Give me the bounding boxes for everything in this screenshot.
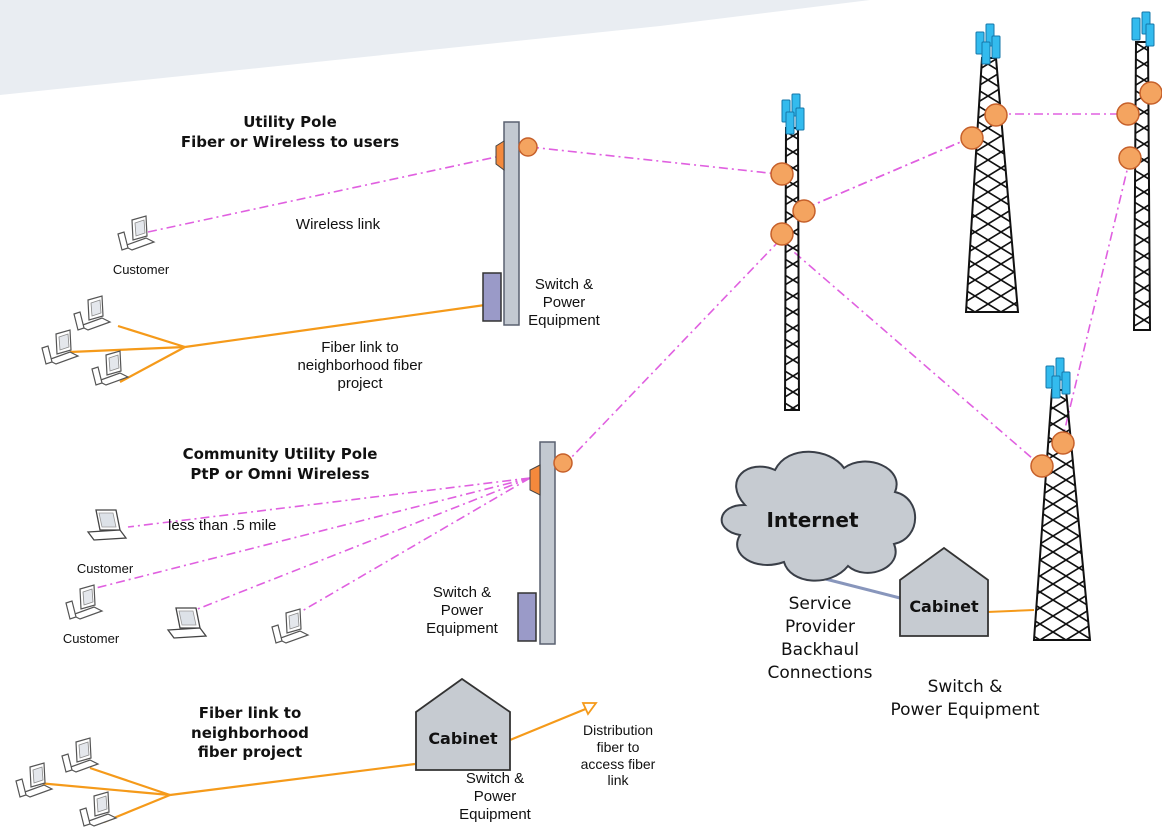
equipment-label: Switch & Power Equipment xyxy=(412,584,512,638)
distribution-arrowhead xyxy=(581,702,598,716)
laptop-icon xyxy=(167,607,207,639)
utility-pole-top xyxy=(482,121,520,326)
computer-icon xyxy=(73,295,111,331)
customer-label: Customer xyxy=(62,631,120,646)
computer-icon xyxy=(271,608,309,644)
equipment-line: Equipment xyxy=(459,806,531,823)
cabinet-tower-fiber xyxy=(986,609,1035,613)
equipment-line: Power Equipment xyxy=(890,699,1040,720)
internet-cloud xyxy=(720,450,917,582)
equipment-line: Switch & xyxy=(432,584,492,601)
wireless-links xyxy=(87,113,1131,619)
title-line: neighborhood xyxy=(191,723,309,742)
title-line: PtP or Omni Wireless xyxy=(190,464,370,483)
internet-label: Internet xyxy=(766,508,859,532)
antenna-nodes xyxy=(518,81,1162,478)
background-banner xyxy=(0,0,870,95)
distribution-line: access fiber xyxy=(580,755,656,772)
computer-icon xyxy=(61,737,99,773)
title-line: Utility Pole xyxy=(243,113,337,131)
cabinet-fiber xyxy=(415,677,511,771)
title-line: Fiber link to xyxy=(198,704,302,722)
fiber-links-utility-pole xyxy=(69,303,486,383)
equipment-line: Power xyxy=(440,602,484,619)
switch-equipment-box xyxy=(517,592,537,642)
computer-icon xyxy=(41,329,79,365)
cabinet-backhaul xyxy=(899,546,989,637)
fiber-section-title: Fiber link to neighborhood fiber project xyxy=(165,704,335,763)
title-line: fiber project xyxy=(197,743,303,761)
computer-icon xyxy=(15,762,53,798)
equipment-line: Equipment xyxy=(426,620,498,637)
fiber-line: neighborhood fiber xyxy=(297,357,423,374)
distribution-line: Distribution xyxy=(582,722,654,738)
provider-line: Connections xyxy=(767,662,873,683)
tower-central xyxy=(781,93,805,411)
provider-line: Backhaul xyxy=(781,639,859,660)
equipment-line: Switch & xyxy=(927,677,1003,697)
community-pole-title: Community Utility Pole PtP or Omni Wirel… xyxy=(110,445,450,484)
equipment-line: Power xyxy=(473,788,517,805)
switch-equipment-box xyxy=(482,272,502,322)
computer-icon xyxy=(79,791,117,827)
equipment-label: Switch & Power Equipment xyxy=(440,770,550,824)
wireless-link-label: Wireless link xyxy=(295,216,381,233)
provider-line: Provider xyxy=(785,616,855,637)
distribution-line: fiber to xyxy=(596,738,640,755)
customer-label: Customer xyxy=(76,561,134,576)
distribution-line: link xyxy=(607,772,629,789)
customer-label: Customer xyxy=(112,262,170,277)
equipment-line: Equipment xyxy=(528,312,600,329)
provider-line: Service xyxy=(788,594,852,614)
fiber-links-bottom xyxy=(37,706,589,824)
cabinet-label: Cabinet xyxy=(909,597,979,616)
tower-right-tall xyxy=(964,23,1020,313)
laptop-icon xyxy=(87,509,127,541)
equipment-line: Switch & xyxy=(534,276,594,293)
utility-pole-title: Utility Pole Fiber or Wireless to users xyxy=(130,113,450,152)
tower-far-right xyxy=(1131,11,1155,331)
title-line: Fiber or Wireless to users xyxy=(180,132,400,151)
equipment-line: Power xyxy=(542,294,586,311)
equipment-label: Switch & Power Equipment xyxy=(880,676,1050,722)
fiber-link-label: Fiber link to neighborhood fiber project xyxy=(275,339,445,393)
computer-icon xyxy=(117,215,155,251)
cabinet-label: Cabinet xyxy=(428,729,498,748)
computer-icon xyxy=(65,584,103,620)
fiber-line: Fiber link to xyxy=(321,339,399,356)
fiber-line: project xyxy=(337,375,383,392)
distance-label: less than .5 mile xyxy=(168,517,277,534)
equipment-label: Switch & Power Equipment xyxy=(514,276,614,330)
community-utility-pole xyxy=(517,441,556,645)
tower-lower-right xyxy=(1032,357,1092,641)
equipment-line: Switch & xyxy=(465,770,525,787)
service-provider-label: Service Provider Backhaul Connections xyxy=(752,593,888,685)
title-line: Community Utility Pole xyxy=(182,445,378,463)
distribution-label: Distribution fiber to access fiber link xyxy=(568,722,668,789)
